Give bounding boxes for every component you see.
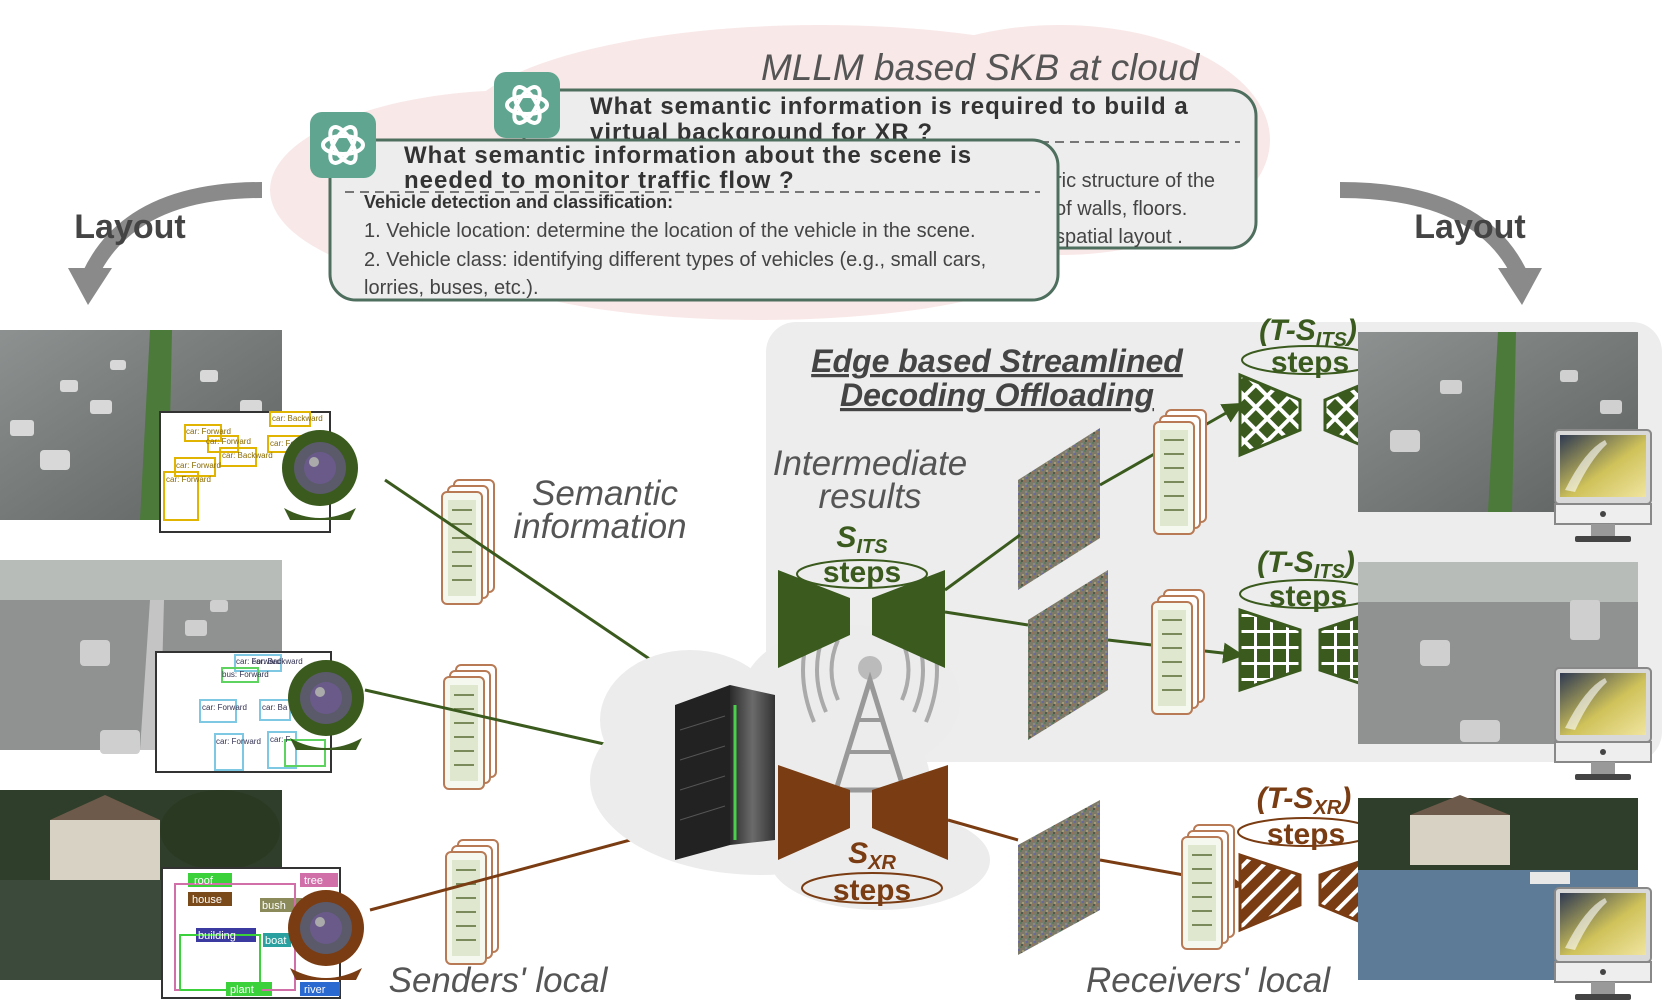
xr-decoder-hourglass — [778, 765, 948, 860]
detection-label: car: Forward — [166, 475, 211, 484]
receiver-doc-stack — [1151, 589, 1205, 715]
detection-label: car: Forward — [186, 427, 231, 436]
s-its-label: SITS — [836, 521, 888, 558]
t-s-xr-steps: steps — [1267, 818, 1345, 851]
s-its-steps: steps — [823, 556, 901, 589]
edge-link-its-2 — [944, 610, 1029, 627]
edge-title-line2: Decoding Offloading — [840, 377, 1154, 413]
layout-arrow-left — [68, 182, 263, 305]
detection-label: bus: Forward — [222, 670, 269, 679]
edge-cloud — [590, 625, 990, 910]
its-question-line2: needed to monitor traffic flow ? — [404, 167, 795, 194]
semantic-doc-stack — [445, 839, 499, 965]
receiver-doc-stack — [1181, 824, 1235, 950]
its-answer-item2-line2: lorries, buses, etc.). — [364, 277, 539, 299]
camera-icon — [282, 430, 358, 520]
camera-icon — [288, 890, 364, 980]
detection-label: building — [198, 930, 236, 942]
camera-icon — [288, 660, 364, 750]
antenna-tower-icon — [801, 617, 939, 793]
its-question-bubble: What semantic information about the scen… — [328, 138, 1060, 302]
detection-label: boat — [265, 935, 286, 947]
intermediate-noise-latent-1 — [1018, 428, 1100, 590]
layout-label-left: Layout — [74, 208, 185, 246]
receiver-scene-road — [1358, 562, 1638, 744]
s-its-loop-icon — [796, 559, 928, 589]
its-answer-item1: 1. Vehicle location: determine the locat… — [364, 220, 976, 242]
s-xr-label: SXR — [848, 837, 896, 874]
detection-label: river — [304, 984, 326, 996]
detection-labels-3: roof tree house bush building boat plant river — [192, 875, 326, 996]
t-s-its-2-label: (T-SITS) — [1257, 546, 1355, 583]
detection-label: tree — [304, 875, 323, 887]
xr-question-line1: What semantic information is required to… — [590, 93, 1189, 120]
detection-label: roof — [194, 875, 214, 887]
detection-label: car: Backward — [272, 414, 323, 423]
detection-label: car: Backward — [252, 657, 303, 666]
detection-label: car: F — [270, 735, 291, 744]
detection-label: plant — [230, 984, 254, 996]
edge-server-icon — [675, 685, 775, 860]
receiver-doc-stack — [1153, 409, 1207, 535]
senders-local-label: Senders' local — [389, 961, 609, 1000]
its-answer-item2-line1: 2. Vehicle class: identifying different … — [364, 249, 986, 271]
layout-arrow-right — [1339, 182, 1542, 305]
detection-label: house — [192, 894, 222, 906]
t-s-xr-label: (T-SXR) — [1257, 782, 1351, 819]
detection-label: car: Backward — [222, 451, 273, 460]
xr-answer-line1: ric structure of the — [1055, 170, 1215, 192]
its-decoder-hourglass — [778, 570, 945, 668]
xr-answer-line3: spatial layout . — [1055, 226, 1183, 248]
monitor-icon — [1554, 887, 1652, 1000]
uplink-arrow-xr — [369, 822, 680, 912]
detection-label: car: Forward — [206, 437, 251, 446]
detection-label: bush — [262, 900, 286, 912]
detection-label: car: Forward — [216, 737, 261, 746]
semantic-doc-stack — [441, 479, 495, 605]
its-answer-heading: Vehicle detection and classification: — [364, 192, 673, 212]
receivers-local-label: Receivers' local — [1086, 961, 1331, 1000]
intermediate-line2: results — [818, 477, 921, 516]
monitor-icon — [1554, 667, 1652, 781]
edge-title: Edge based Streamlined Decoding Offloadi… — [811, 343, 1184, 413]
intermediate-line1: Intermediate — [773, 444, 968, 483]
t-s-its-2-steps: steps — [1269, 580, 1347, 613]
edge-link-xr — [947, 818, 1019, 842]
semantic-info-line1: Semantic — [532, 474, 678, 513]
semantic-info-line2: information — [513, 507, 686, 546]
cloud-title: MLLM based SKB at cloud — [761, 47, 1200, 88]
intermediate-noise-latent-2 — [1028, 570, 1108, 740]
semantic-doc-stack — [443, 664, 497, 790]
detection-boxes-3: roof tree house bush building boat plant river — [174, 873, 340, 996]
intermediate-noise-latent-3 — [1018, 800, 1100, 955]
detection-label: car: Forward — [236, 657, 281, 666]
its-question-line1: What semantic information about the scen… — [404, 142, 972, 169]
edge-link-its-1 — [944, 533, 1021, 592]
layout-label-right: Layout — [1414, 208, 1525, 246]
s-xr-steps: steps — [833, 874, 911, 907]
detection-label: car: Forward — [202, 703, 247, 712]
edge-title-line1: Edge based Streamlined — [811, 343, 1184, 379]
chatgpt-logo-icon — [308, 110, 378, 180]
detection-label: car: Ba — [262, 703, 288, 712]
s-xr-loop-icon — [801, 872, 943, 904]
detection-label: car: Forward — [176, 461, 221, 470]
uplink-arrow-its-1 — [384, 478, 689, 686]
xr-answer-line2: of walls, floors. — [1055, 198, 1187, 220]
t-s-its-1-steps: steps — [1271, 346, 1349, 379]
chatgpt-logo-icon — [492, 70, 562, 140]
